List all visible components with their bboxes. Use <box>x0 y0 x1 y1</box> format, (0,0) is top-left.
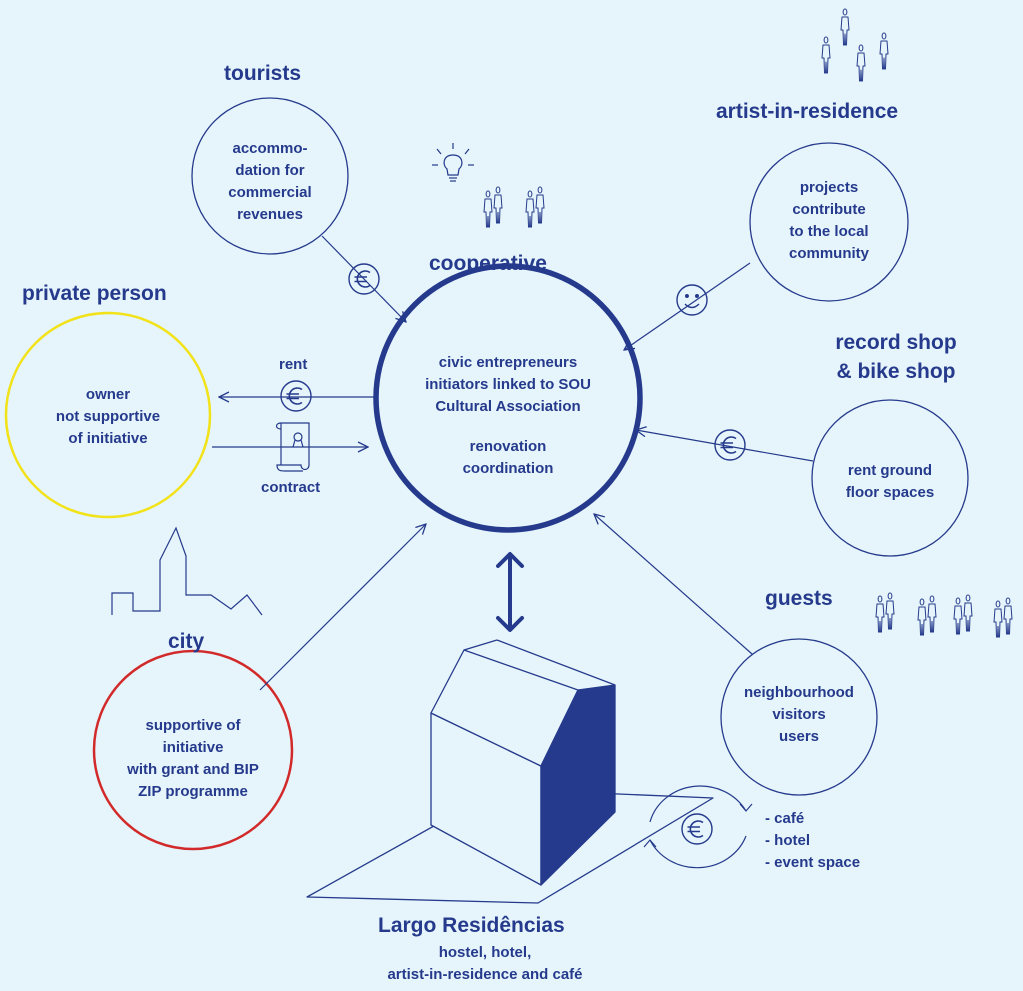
city-line: ZIP programme <box>138 783 248 800</box>
city-line: supportive of <box>145 717 241 734</box>
tourists-line: revenues <box>237 206 303 223</box>
revenue-item: - café <box>765 810 805 827</box>
guests-body: neighbourhood visitors users <box>734 682 864 748</box>
artist-heading: artist-in-residence <box>716 100 899 123</box>
tourists-circle <box>191 97 349 255</box>
private-person-line: owner <box>85 386 131 403</box>
city-heading: city <box>168 630 205 653</box>
skyline-icon <box>111 526 263 616</box>
cooperative-body-2: renovation coordination <box>398 436 618 480</box>
artist-line: to the local <box>789 223 869 240</box>
cooperative-line: coordination <box>462 460 554 477</box>
largo-heading: Largo Residências <box>378 914 565 937</box>
rent-label: rent <box>279 356 308 373</box>
private-person-heading: private person <box>22 282 167 305</box>
tourists-line: dation for <box>235 162 305 179</box>
largo-body: hostel, hotel, artist-in-residence and c… <box>360 942 610 986</box>
largo-line: artist-in-residence and café <box>387 966 583 983</box>
building-icon <box>306 639 714 904</box>
shops-body: rent ground floor spaces <box>825 460 955 504</box>
shops-heading-line: record shop <box>835 331 957 354</box>
arrow-city-to-cooperative <box>259 524 426 691</box>
cooperative-line: initiators linked to SOU <box>425 376 591 393</box>
double-arrow-icon <box>496 552 524 632</box>
city-line: initiative <box>162 739 224 756</box>
guests-line: visitors <box>772 706 826 723</box>
people-icon-artist <box>821 8 889 82</box>
private-person-circle <box>4 311 212 519</box>
artist-line: community <box>788 245 869 262</box>
artist-line: contribute <box>792 201 866 218</box>
tourists-heading: tourists <box>224 62 302 85</box>
shops-circle <box>811 399 969 557</box>
cycle-arrows-icon <box>643 785 753 869</box>
cooperative-heading: cooperative <box>429 252 547 275</box>
smiley-icon <box>676 284 708 316</box>
tourists-line: commercial <box>228 184 312 201</box>
artist-body: projects contribute to the local communi… <box>764 177 894 265</box>
private-person-line: not supportive <box>55 408 161 425</box>
contract-scroll-icon <box>275 422 310 472</box>
tourists-line: accommo- <box>232 140 308 157</box>
artist-circle <box>749 142 909 302</box>
largo-line: hostel, hotel, <box>438 944 532 961</box>
guests-line: neighbourhood <box>744 684 854 701</box>
revenue-item: - hotel <box>765 832 810 849</box>
guests-line: users <box>778 728 820 745</box>
revenue-item: - event space <box>765 854 861 871</box>
cooperative-line: renovation <box>469 438 547 455</box>
arrow-tourists-to-cooperative <box>321 235 406 322</box>
artist-line: projects <box>799 179 859 196</box>
contract-label: contract <box>261 479 321 496</box>
lightbulb-icon <box>432 143 474 182</box>
cooperative-line: civic entrepreneurs <box>438 354 578 371</box>
people-icon-guests <box>875 592 1013 638</box>
people-icon-cooperative <box>483 186 545 228</box>
cooperative-line: Cultural Association <box>435 398 581 415</box>
private-person-line: of initiative <box>68 430 148 447</box>
guests-circle <box>720 638 878 796</box>
cooperative-circle <box>373 263 643 533</box>
shops-line: floor spaces <box>845 484 935 501</box>
euro-coin-icon-revenue <box>681 813 713 845</box>
cooperative-body: civic entrepreneurs initiators linked to… <box>398 352 618 418</box>
shops-heading-line: & bike shop <box>836 360 956 383</box>
shops-line: rent ground <box>847 462 933 479</box>
arrow-shops-to-cooperative <box>636 430 814 462</box>
tourists-body: accommo- dation for commercial revenues <box>205 138 335 226</box>
city-circle <box>92 649 294 851</box>
revenue-list: - café - hotel - event space <box>765 808 860 874</box>
city-line: with grant and BIP <box>127 761 259 778</box>
shops-heading: record shop & bike shop <box>821 328 971 386</box>
arrow-guests-to-cooperative <box>594 514 753 655</box>
euro-coin-icon-rent <box>280 380 312 412</box>
guests-heading: guests <box>765 587 833 610</box>
city-body: supportive of initiative with grant and … <box>113 715 273 803</box>
private-person-body: owner not supportive of initiative <box>38 384 178 450</box>
